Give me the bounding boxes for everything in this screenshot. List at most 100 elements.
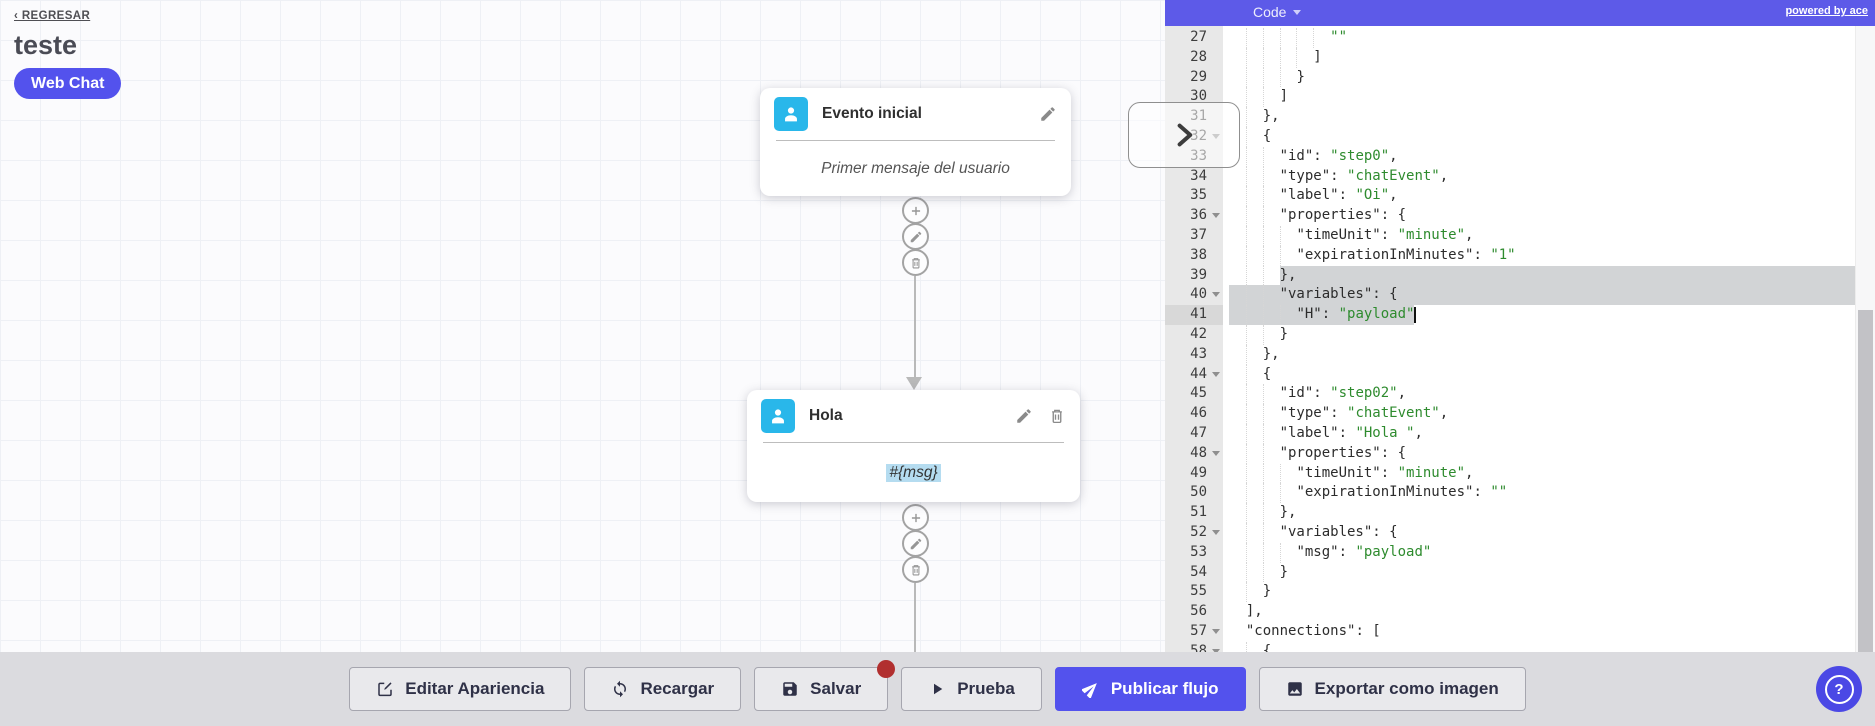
delete-connection-button[interactable] xyxy=(902,249,929,276)
help-button[interactable]: ? xyxy=(1816,666,1862,712)
code-line-content[interactable]: { xyxy=(1223,126,1875,147)
indent-guide xyxy=(1245,503,1247,523)
edit-node-button[interactable] xyxy=(1015,407,1033,425)
indent-guide xyxy=(1262,265,1264,286)
line-number: 53 xyxy=(1190,543,1207,560)
code-line-content[interactable]: "timeUnit": "minute", xyxy=(1223,225,1875,246)
reload-button[interactable]: Recargar xyxy=(584,667,742,711)
line-number: 35 xyxy=(1190,187,1207,204)
connector-line xyxy=(914,276,916,378)
code-line-content[interactable]: { xyxy=(1223,364,1875,385)
line-number: 37 xyxy=(1190,226,1207,243)
code-line: 53 "msg": "payload" xyxy=(1165,542,1875,563)
code-line-content[interactable]: }, xyxy=(1223,107,1875,127)
collapse-panel-button[interactable] xyxy=(1128,102,1240,168)
code-line-content[interactable]: "type": "chatEvent", xyxy=(1223,404,1875,424)
code-menu-dropdown[interactable]: Code xyxy=(1253,4,1302,20)
code-line-content[interactable]: "type": "chatEvent", xyxy=(1223,166,1875,187)
code-line-content[interactable]: "H": "payload" xyxy=(1223,305,1875,325)
fold-toggle-line-number[interactable]: 44 xyxy=(1165,365,1223,385)
code-line-content[interactable]: } xyxy=(1223,67,1875,88)
indent-guide xyxy=(1245,245,1247,266)
scrollbar-thumb[interactable] xyxy=(1858,310,1873,726)
edit-connection-button[interactable] xyxy=(902,530,929,557)
indent-guide xyxy=(1245,404,1247,424)
code-line-content[interactable]: "expirationInMinutes": "" xyxy=(1223,483,1875,504)
save-button[interactable]: Salvar xyxy=(754,660,896,711)
connector-line xyxy=(914,583,916,652)
indent-guide xyxy=(1262,87,1264,108)
code-line-content[interactable]: }, xyxy=(1223,265,1875,286)
code-line-content[interactable]: "label": "Oi", xyxy=(1223,186,1875,207)
code-line: 46 "type": "chatEvent", xyxy=(1165,404,1875,424)
code-line: 34 "type": "chatEvent", xyxy=(1165,166,1875,187)
code-line: 56 ], xyxy=(1165,602,1875,622)
code-line: 27 "" xyxy=(1165,28,1875,48)
code-line: 35 "label": "Oi", xyxy=(1165,186,1875,207)
line-number: 42 xyxy=(1190,325,1207,342)
indent-guide xyxy=(1279,305,1281,325)
indent-guide xyxy=(1262,443,1264,464)
code-line-content[interactable]: }, xyxy=(1223,503,1875,523)
line-number: 54 xyxy=(1190,563,1207,580)
code-line-content[interactable]: }, xyxy=(1223,344,1875,365)
code-line-content[interactable]: "label": "Hola ", xyxy=(1223,423,1875,444)
indent-guide xyxy=(1245,107,1247,127)
code-line-content[interactable]: } xyxy=(1223,324,1875,345)
indent-guide xyxy=(1279,483,1281,504)
indent-guide xyxy=(1245,443,1247,464)
code-line-content[interactable]: } xyxy=(1223,582,1875,603)
powered-by-ace-link[interactable]: powered by ace xyxy=(1785,5,1868,17)
fold-toggle-line-number[interactable]: 52 xyxy=(1165,523,1223,543)
back-link[interactable]: ‹ REGRESAR xyxy=(14,10,91,22)
code-line-content[interactable]: "id": "step02", xyxy=(1223,384,1875,405)
flow-node-hola[interactable]: Hola #{msg} xyxy=(747,390,1080,502)
code-line-content[interactable]: "variables": { xyxy=(1223,285,1875,306)
code-line: 30 ] xyxy=(1165,87,1875,108)
code-line-content[interactable]: "expirationInMinutes": "1" xyxy=(1223,245,1875,266)
code-line: 39 }, xyxy=(1165,265,1875,286)
code-menu-label: Code xyxy=(1253,4,1287,20)
node-header: Hola xyxy=(747,390,1080,442)
test-button[interactable]: Prueba xyxy=(901,667,1042,711)
indent-guide xyxy=(1296,47,1298,68)
selection-highlight xyxy=(1229,285,1875,306)
add-step-button[interactable] xyxy=(902,197,929,224)
code-line-content[interactable]: ], xyxy=(1245,603,1263,620)
code-line-content[interactable]: "variables": { xyxy=(1223,522,1875,543)
delete-node-button[interactable] xyxy=(1048,407,1066,425)
code-line-content[interactable]: "properties": { xyxy=(1223,206,1875,226)
code-line-content[interactable]: } xyxy=(1223,562,1875,583)
edit-appearance-button[interactable]: Editar Apariencia xyxy=(349,667,572,711)
fold-toggle-line-number[interactable]: 40 xyxy=(1165,285,1223,305)
code-line: 44 { xyxy=(1165,364,1875,385)
code-line-content[interactable]: ] xyxy=(1223,87,1875,108)
code-line-content[interactable]: "timeUnit": "minute", xyxy=(1223,463,1875,484)
fold-toggle-line-number[interactable]: 57 xyxy=(1165,622,1223,642)
indent-guide xyxy=(1279,225,1281,246)
delete-connection-button[interactable] xyxy=(902,556,929,583)
indent-guide xyxy=(1262,503,1264,523)
edit-connection-button[interactable] xyxy=(902,223,929,250)
code-line-content[interactable]: "properties": { xyxy=(1223,443,1875,464)
node-title: Hola xyxy=(809,407,843,424)
image-icon xyxy=(1286,680,1304,698)
export-image-button[interactable]: Exportar como imagen xyxy=(1258,667,1526,711)
add-step-button[interactable] xyxy=(902,504,929,531)
code-line-content[interactable]: ] xyxy=(1223,47,1875,68)
indent-guide xyxy=(1262,186,1264,207)
code-line-content[interactable]: "id": "step0", xyxy=(1223,146,1875,167)
fold-toggle-line-number[interactable]: 36 xyxy=(1165,206,1223,226)
flow-node-initial-event[interactable]: Evento inicial Primer mensaje del usuari… xyxy=(760,88,1071,196)
edit-node-button[interactable] xyxy=(1039,105,1057,123)
vertical-scrollbar[interactable] xyxy=(1855,26,1875,726)
code-line-content[interactable]: { xyxy=(1223,641,1875,662)
code-line-content[interactable]: "connections": [ xyxy=(1245,622,1381,639)
indent-guide xyxy=(1262,245,1264,266)
publish-button[interactable]: Publicar flujo xyxy=(1054,667,1246,711)
fold-toggle-line-number[interactable]: 48 xyxy=(1165,444,1223,464)
code-line-content[interactable]: "" xyxy=(1223,28,1875,48)
code-line-content[interactable]: "msg": "payload" xyxy=(1223,542,1875,563)
indent-guide xyxy=(1262,423,1264,444)
indent-guide xyxy=(1245,344,1247,365)
